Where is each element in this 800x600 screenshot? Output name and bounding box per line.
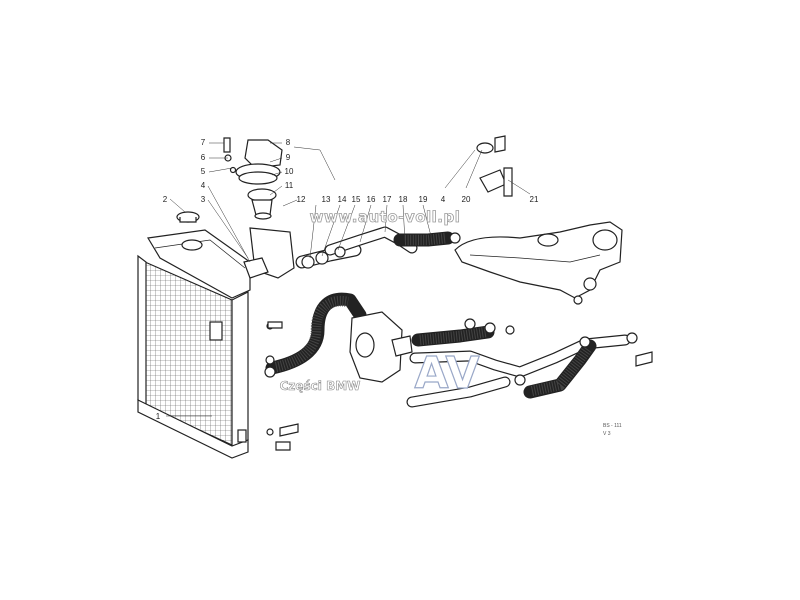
lower-pipes	[406, 318, 653, 408]
callout-11: 11	[285, 181, 294, 190]
watermark-logo: AV	[414, 348, 479, 399]
callout-9: 9	[286, 153, 291, 162]
leader-lines	[166, 142, 531, 417]
callout-labels: 1 2 3 4 5 6 7 8 9 10 11 12 13 14 15 16 1…	[156, 138, 539, 421]
callout-3: 3	[201, 195, 206, 204]
callout-5: 5	[201, 167, 206, 176]
callout-21: 21	[530, 195, 539, 204]
radiator-cap	[176, 211, 203, 251]
radiator	[137, 229, 251, 459]
callout-1: 1	[156, 412, 161, 421]
upper-hoses	[295, 226, 461, 269]
mounting-bolts	[266, 321, 299, 451]
callout-13: 13	[322, 195, 331, 204]
water-pump	[349, 311, 413, 383]
callout-18: 18	[399, 195, 408, 204]
callout-2: 2	[163, 195, 168, 204]
lower-hose	[264, 292, 367, 378]
callout-19: 19	[419, 195, 428, 204]
callout-7: 7	[201, 138, 206, 147]
reference-line-2: V 3	[603, 431, 611, 437]
watermark-subtitle: Części BMW	[280, 379, 361, 393]
callout-4: 4	[201, 181, 206, 190]
watermark: www.auto-voll.pl AV Części BMW	[279, 208, 480, 400]
callout-4-right: 4	[441, 195, 446, 204]
callout-20: 20	[462, 195, 471, 204]
reference-line-1: BS - 111	[603, 423, 622, 429]
callout-17: 17	[383, 195, 392, 204]
reference-code: BS - 111 V 3	[603, 423, 622, 437]
callout-16: 16	[367, 195, 376, 204]
callout-8: 8	[286, 138, 291, 147]
callout-15: 15	[352, 195, 361, 204]
watermark-url: www.auto-voll.pl	[310, 208, 461, 226]
callout-10: 10	[285, 167, 294, 176]
drain-fittings	[476, 135, 513, 197]
callout-6: 6	[201, 153, 206, 162]
callout-14: 14	[338, 195, 347, 204]
callout-12: 12	[297, 195, 306, 204]
coolant-manifold	[454, 221, 623, 305]
